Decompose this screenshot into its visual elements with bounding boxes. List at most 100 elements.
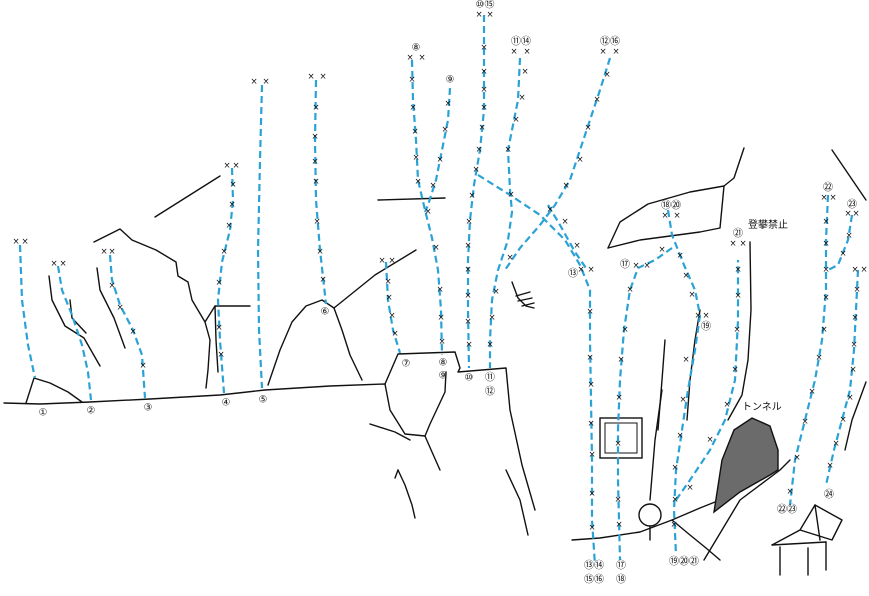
rock-outline-right-top [831,149,867,201]
bolt-icon: × [688,290,695,300]
bolt-icon: × [59,259,66,269]
ground-line-right [571,499,721,541]
bolt-icon: × [723,400,730,410]
bolt-icon: × [480,103,487,113]
bolt-icon: × [262,77,269,87]
bolt-icon: × [851,265,858,275]
rock-outline-block-e [505,469,529,536]
bolt-icon: × [436,285,443,295]
route-number-18-20-top: ⑱⑳ [661,200,681,212]
route-numbers: ① ② ③ ④ ⑤ ⑥ ⑦ ⑧ ⑨ ⑧ ⑨ ⑩ ⑪ ⑫ ⑩⑮ ⑪⑭ ⑫⑯ ⑬ ⑰… [39,0,857,586]
bolt-icon: × [521,67,528,77]
bolt-icon: × [617,355,624,365]
route-number-12-16-top: ⑫⑯ [600,36,620,48]
bolt-icon: × [465,340,472,350]
bolt-icon: × [731,365,738,375]
bolt-icon: × [671,463,678,473]
bolt-icon: × [661,211,668,221]
route-number-19: ⑲ [701,321,711,333]
bolt-icon: × [739,239,746,249]
arrow-curve [394,469,399,479]
route-number-11-14-top: ⑪⑭ [511,36,531,48]
route-number-13: ⑬ [568,268,578,280]
bolt-icon: × [311,132,318,142]
rock-outline-ledge-7 [377,197,446,201]
rock-outline-block [384,351,536,511]
bolt-icon: × [12,237,19,247]
rock-outline-ledge-4b [214,305,219,373]
bolt-icon: × [313,217,320,227]
route-line-17 [616,247,673,561]
bolt-icon: × [220,247,227,257]
bolt-icon: × [139,361,146,371]
rock-outline-curve-b [515,291,535,307]
bolt-icon: × [829,193,836,203]
bolt-icon: × [312,177,319,187]
route-number-10: ⑩ [465,373,474,384]
route-line-3 [108,254,147,399]
bolt-icon: × [587,419,594,429]
bolt-icon: × [850,340,857,350]
bolt-icon: × [429,181,436,191]
bolt-icon: × [845,231,852,241]
bolt-icon: × [480,67,487,77]
bolt-icon: × [832,439,839,449]
bolt-icon: × [822,293,829,303]
bolt-icon: × [679,395,686,405]
bolt-icon: × [108,281,115,291]
bolt-icon: × [729,239,736,249]
route-line-11 [488,57,522,368]
route-number-2: ② [87,406,96,417]
bolt-icon: × [632,261,639,271]
route-number-10-15-top: ⑩⑮ [476,0,495,11]
route-number-18-bottom: ⑱ [616,574,626,586]
bolt-icon: × [307,72,314,82]
route-number-21: ㉑ [733,228,743,240]
bolt-icon: × [670,520,677,530]
bolt-icon: × [826,461,833,471]
bolt-icon: × [316,247,323,257]
rock-outline-block-f [397,469,416,519]
route-number-22-23: ㉒㉓ [777,504,797,516]
bolt-icon: × [108,247,115,257]
bolt-icon: × [225,221,232,231]
rock-outline-slant [154,175,221,218]
rock-outline-2 [48,275,101,367]
bolt-icon: × [561,217,568,227]
bolt-icon: × [586,307,593,317]
bolt-icon: × [584,123,591,133]
bolt-icon: × [626,285,633,295]
rock-outlines [3,147,867,576]
bolt-icon: × [385,293,392,303]
route-number-22-top: ㉒ [823,182,833,194]
bolt-icon: × [480,85,487,95]
route-number-9: ⑨ [439,371,448,382]
bolt-icon: × [472,165,479,175]
bolt-icon: × [510,47,517,57]
bolt-icon: × [512,115,519,125]
route-line-9 [423,87,452,213]
tunnel-label: トンネル [742,401,782,413]
bolt-icon: × [577,265,584,275]
bolt-icon: × [215,278,222,288]
route-number-5: ⑤ [259,395,268,406]
bolt-icon: × [849,365,856,375]
route-line-13b [547,204,587,269]
route-line-2 [56,265,93,401]
routes [18,15,860,566]
bolt-icon: × [464,317,471,327]
bolt-icon: × [846,393,853,403]
bolt-icon: × [409,103,416,113]
bolt-icon: × [734,291,741,301]
bolt-icon: × [116,303,123,313]
rock-outline-21 [727,241,752,421]
rock-outline-roof-right [607,185,725,249]
bolt-icon: × [844,209,851,219]
bolt-icon: × [464,241,471,251]
box-feature [599,417,643,459]
route-line-24 [824,269,860,486]
bolt-icon: × [820,325,827,335]
rock-outline-3 [96,267,126,349]
bolt-icon: × [682,355,689,365]
bolt-icon: × [576,155,583,165]
